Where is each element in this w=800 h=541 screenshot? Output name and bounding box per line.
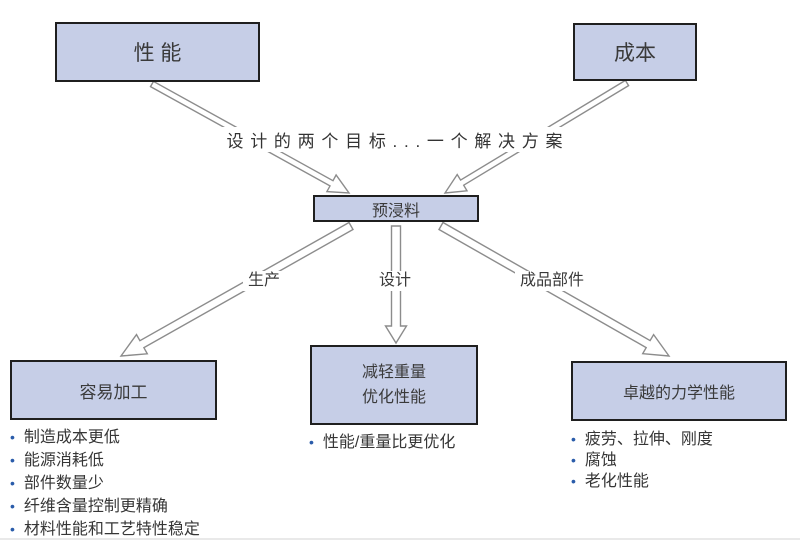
bullet-dot-icon: • <box>10 498 15 514</box>
easy-processing-box: 容易加工 <box>10 360 217 420</box>
easy-processing-bullet-list: • 制造成本更低 • 能源消耗低 • 部件数量少 • 纤维含量控制更精确 • 材… <box>10 426 200 541</box>
prepreg-center-box: 预浸料 <box>313 195 479 222</box>
weight-performance-box: 减轻重量 优化性能 <box>310 345 478 425</box>
list-item: • 材料性能和工艺特性稳定 <box>10 518 200 541</box>
two-goals-caption: 设 计 的 两 个 目 标 . . . 一 个 解 决 方 案 <box>221 127 569 152</box>
bullet-text: 制造成本更低 <box>23 429 120 446</box>
bottom-edge-divider <box>0 538 800 540</box>
list-item: • 制造成本更低 <box>10 426 200 449</box>
branch-label-production: 生产 <box>242 271 286 291</box>
arrow-shape <box>119 221 354 357</box>
bullet-text: 能源消耗低 <box>23 452 104 469</box>
bullet-text: 腐蚀 <box>584 452 617 469</box>
easy-processing-label: 容易加工 <box>79 382 148 402</box>
performance-box: 性 能 <box>55 22 260 82</box>
bullet-dot-icon: • <box>10 452 15 468</box>
bullet-text: 材料性能和工艺特性稳定 <box>23 521 200 538</box>
weight-performance-bullet-list: • 性能/重量比更优化 <box>309 431 455 454</box>
list-item: • 能源消耗低 <box>10 449 200 472</box>
list-item: • 腐蚀 <box>571 450 713 471</box>
list-item: • 纤维含量控制更精确 <box>10 495 200 518</box>
bullet-text: 疲劳、拉伸、刚度 <box>584 431 713 448</box>
list-item: • 性能/重量比更优化 <box>309 431 455 454</box>
bullet-text: 纤维含量控制更精确 <box>23 498 168 515</box>
branch-label-finished-parts: 成品部件 <box>514 271 590 291</box>
bullet-dot-icon: • <box>571 431 576 447</box>
bullet-text: 老化性能 <box>584 473 649 490</box>
mechanical-properties-box: 卓越的力学性能 <box>571 361 787 421</box>
mechanical-properties-bullet-list: • 疲劳、拉伸、刚度 • 腐蚀 • 老化性能 <box>571 429 713 492</box>
list-item: • 疲劳、拉伸、刚度 <box>571 429 713 450</box>
reduce-weight-label: 减轻重量 <box>361 364 426 381</box>
bullet-text: 性能/重量比更优化 <box>322 434 456 451</box>
optimize-performance-label: 优化性能 <box>361 389 426 406</box>
list-item: • 老化性能 <box>571 471 713 492</box>
bullet-text: 部件数量少 <box>23 475 104 492</box>
bullet-dot-icon: • <box>571 473 576 489</box>
bullet-dot-icon: • <box>10 521 15 537</box>
bullet-dot-icon: • <box>571 452 576 468</box>
mechanical-properties-label: 卓越的力学性能 <box>622 385 735 402</box>
bullet-dot-icon: • <box>10 475 15 491</box>
cost-box: 成本 <box>573 23 697 81</box>
list-item: • 部件数量少 <box>10 472 200 495</box>
branch-label-design: 设计 <box>373 271 417 291</box>
bullet-dot-icon: • <box>309 434 314 450</box>
bullet-dot-icon: • <box>10 429 15 445</box>
